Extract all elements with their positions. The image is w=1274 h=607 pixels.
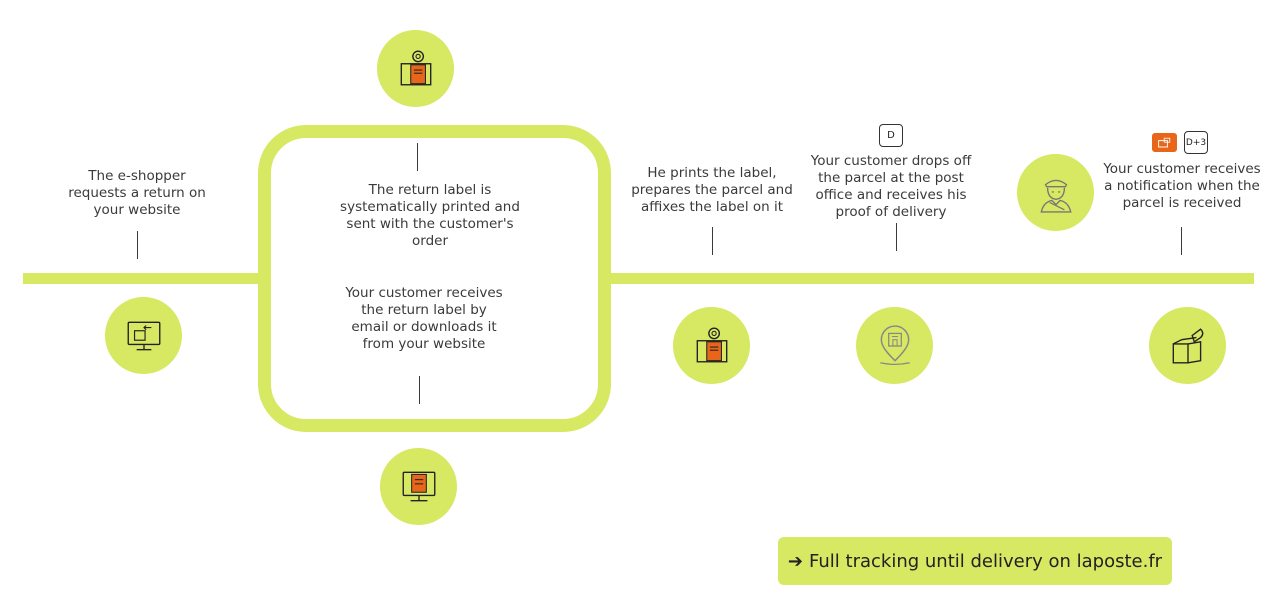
step-email-label-circle — [380, 448, 457, 525]
step-email-label-text: Your customer receives the return label … — [345, 285, 503, 352]
step-prints-circle — [673, 307, 750, 384]
connector-line — [712, 227, 713, 255]
computer-parcel-icon — [402, 471, 435, 501]
tracking-cta-label: Full tracking until delivery on laposte.… — [809, 550, 1163, 572]
arrow-right-icon: ➔ — [787, 550, 804, 572]
parcel-notification-icon — [1157, 137, 1170, 147]
tracking-cta-button[interactable]: ➔ Full tracking until delivery on lapost… — [778, 537, 1172, 585]
postman-icon — [1039, 179, 1072, 213]
step-request-circle — [105, 297, 182, 374]
step-notification-circle — [1149, 307, 1226, 384]
courier-circle — [1017, 154, 1094, 231]
computer-return-icon — [127, 321, 160, 350]
connector-line — [896, 223, 897, 251]
connector-line — [137, 231, 138, 259]
parcel-label-icon — [696, 326, 727, 362]
open-parcel-icon — [1172, 327, 1203, 363]
connector-line — [417, 143, 418, 171]
day-badge: D — [879, 124, 903, 147]
step-drop-off-text: Your customer drops off the parcel at th… — [810, 153, 972, 220]
step-prints-text: He prints the label, prepares the parcel… — [631, 165, 793, 215]
step-notification-text: Your customer receives a notification wh… — [1103, 161, 1261, 211]
post-office-pin-icon — [879, 324, 910, 365]
connector-line — [1181, 227, 1182, 255]
timeline-bar — [23, 273, 1254, 284]
step-request-text: The e-shopper requests a return on your … — [68, 168, 206, 218]
step-printed-label-circle — [377, 30, 454, 107]
step-printed-label-text: The return label is systematically print… — [340, 182, 520, 249]
notification-badge — [1152, 133, 1177, 152]
label-options-frame — [258, 125, 611, 432]
parcel-label-icon — [400, 49, 431, 85]
step-drop-off-circle — [856, 307, 933, 384]
day-badge: D+3 — [1184, 131, 1208, 154]
connector-line — [419, 376, 420, 404]
